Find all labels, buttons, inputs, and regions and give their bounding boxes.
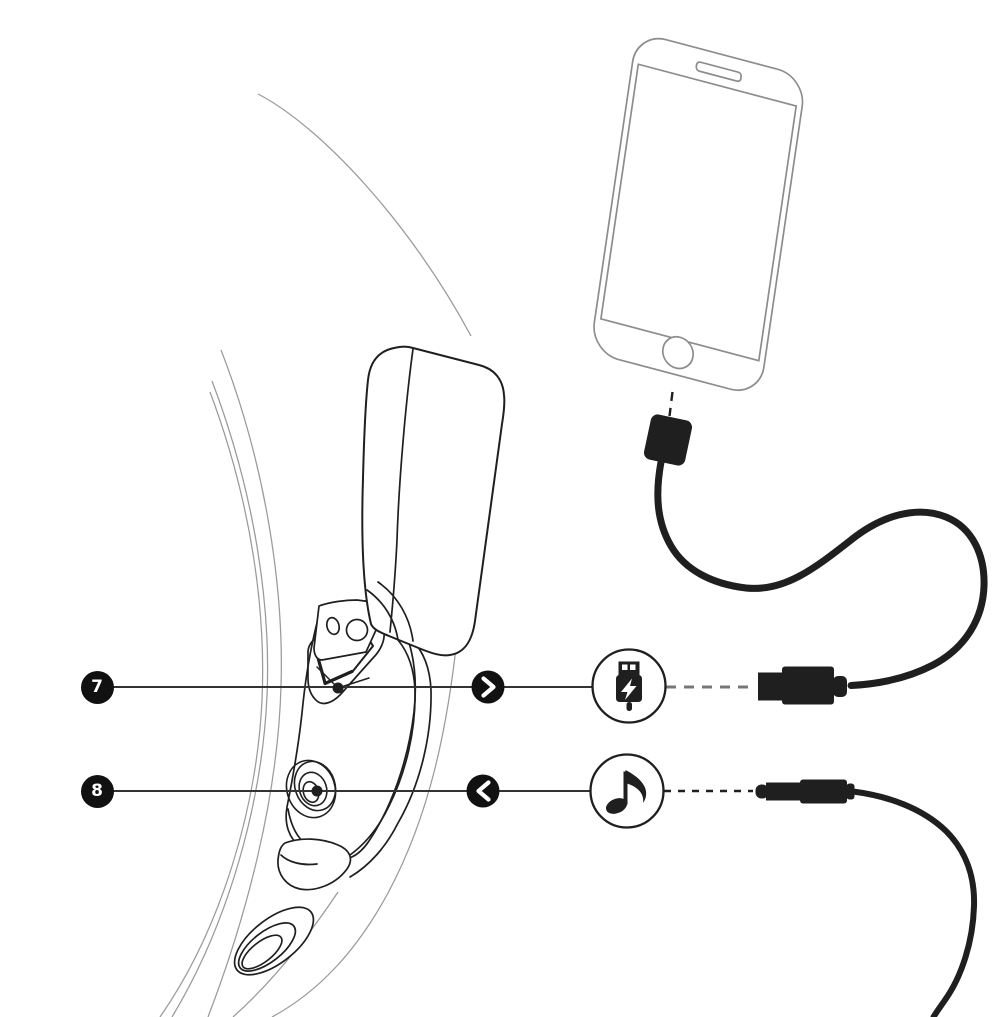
chevron-right-icon — [471, 670, 505, 704]
usb-a-plug — [643, 414, 693, 466]
mount-bracket — [313, 599, 377, 661]
micro-usb-connector — [758, 666, 847, 705]
rubber-tail-inner-line — [280, 854, 318, 866]
phone-plug-dashed-link — [668, 391, 674, 417]
usb-slot-shadow-edge — [315, 654, 354, 686]
arc-right-2 — [232, 891, 339, 1017]
chevron-left-icon — [466, 774, 500, 808]
arc-right-1 — [271, 629, 459, 1017]
callout-8-leader — [113, 785, 753, 797]
callout-8-badge: 8 — [80, 774, 114, 808]
callout-7-number: 7 — [91, 676, 103, 697]
phone-speaker — [695, 61, 743, 83]
bracket-hole-large — [345, 618, 369, 642]
arc-left-3 — [159, 391, 264, 1017]
flap-hinge-outer — [377, 581, 414, 642]
callout-8-target-dot — [311, 785, 323, 797]
rubber-cover-flap — [361, 345, 506, 657]
usb-cable-wire — [654, 458, 988, 689]
audio-jack-plug — [755, 779, 855, 804]
panel-right-band-inner — [349, 639, 416, 856]
audio-cable-wire — [850, 788, 978, 1017]
panel-right-band-outer — [349, 639, 432, 878]
smartphone-illustration — [593, 37, 804, 392]
rubber-cover-crease — [389, 348, 414, 633]
device-body-arcs — [159, 93, 472, 1017]
callout-7-leader — [113, 682, 756, 694]
port-panel — [233, 345, 506, 976]
bracket-hole-small — [325, 616, 341, 636]
callout-7-badge: 7 — [80, 670, 114, 704]
phone-home-button — [661, 335, 694, 370]
arc-top — [257, 93, 472, 337]
callout-8-number: 8 — [91, 780, 103, 801]
usb-charging-cable — [643, 414, 988, 705]
music-note-icon — [589, 753, 665, 829]
audio-jack-cable — [755, 779, 978, 1017]
vent-oval — [233, 906, 315, 976]
usb-charge-icon — [591, 648, 667, 724]
flap-hinge-inner — [366, 589, 399, 641]
arc-left-2 — [171, 380, 269, 1017]
lightning-bolt — [621, 678, 637, 700]
callout-7-target-dot — [332, 682, 344, 694]
